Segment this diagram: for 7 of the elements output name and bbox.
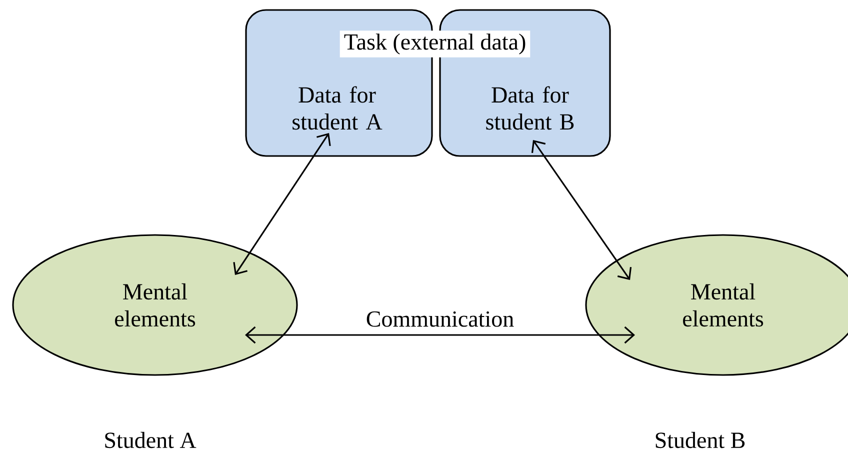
student-label: Student B [656, 432, 745, 448]
student-label: Student A [105, 432, 196, 448]
arrow [245, 326, 635, 344]
arrow [233, 133, 331, 275]
arrow [531, 140, 632, 280]
task-heading: Task (external data) [340, 30, 530, 58]
edge-label: Communication [366, 311, 514, 327]
